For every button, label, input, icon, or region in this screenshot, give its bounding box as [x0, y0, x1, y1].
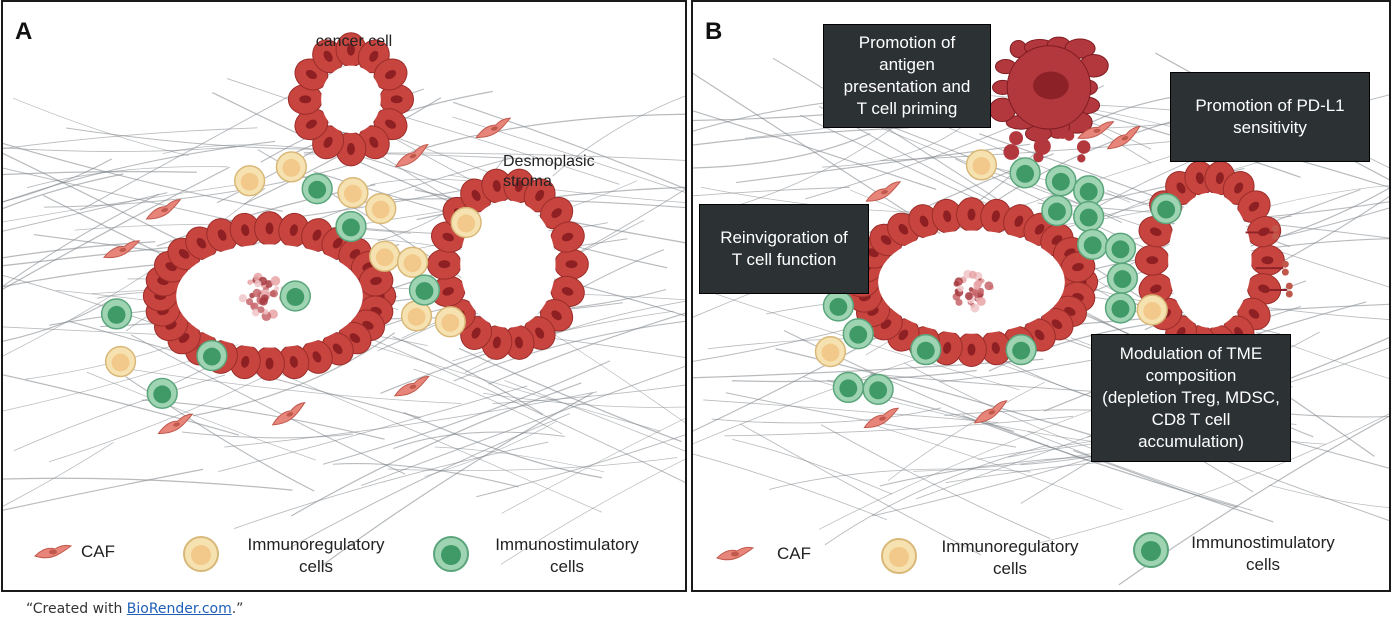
- tumor-debris: [238, 272, 288, 321]
- legend-immunostimulatory-label: Immunostimulatory cells: [495, 535, 639, 576]
- biorender-link[interactable]: BioRender.com: [126, 601, 232, 617]
- immunostimulatory-cell: [1073, 200, 1105, 233]
- caf-fibroblast: [863, 407, 900, 429]
- immunoregulatory-cell: [275, 151, 308, 183]
- tme-modulation-box: Modulation of TME composition (depletion…: [1091, 334, 1291, 462]
- caf-fibroblast: [102, 240, 141, 259]
- immunoregulatory-cell: [814, 335, 847, 368]
- immunostimulatory-cell: [842, 318, 874, 350]
- panel-a-label: A: [15, 18, 33, 45]
- caf-fibroblast: [1077, 121, 1115, 139]
- immunoregulatory-cell: [400, 300, 433, 332]
- immunostimulatory-cell: [1005, 333, 1037, 366]
- credit-suffix: .”: [231, 601, 244, 617]
- panel-b: B Promotion of antigen presentation and …: [691, 0, 1391, 592]
- immunostimulatory-cell: [862, 373, 894, 406]
- immunostimulatory-cell: [1104, 232, 1137, 264]
- legend-immunostimulatory-icon: [433, 536, 469, 572]
- reinvigoration-box: Reinvigoration of T cell function: [699, 204, 869, 294]
- immunostimulatory-cell: [1106, 262, 1139, 294]
- pd-l1-receptor: [1255, 260, 1289, 276]
- panel-a: A cancer cell Desmoplasic stroma CAF Imm…: [1, 0, 687, 592]
- caf-fibroblast: [145, 199, 182, 220]
- immunoregulatory-cell: [233, 165, 266, 197]
- legend-caf-icon: [34, 544, 73, 559]
- panel-b-illustration: [693, 36, 1389, 586]
- immunostimulatory-cell: [1073, 175, 1105, 207]
- antigen-presentation-box: Promotion of antigen presentation and T …: [823, 24, 991, 128]
- pd-l1-receptor: [1259, 282, 1293, 298]
- immunoregulatory-cell: [337, 177, 369, 209]
- desmoplasic-stroma-label: Desmoplasic stroma: [503, 153, 595, 190]
- reinvigoration-text: Reinvigoration of T cell function: [720, 228, 848, 269]
- immunostimulatory-cell: [100, 298, 133, 330]
- immunostimulatory-cell: [822, 290, 855, 322]
- tumor-debris: [952, 269, 994, 313]
- caf-fibroblast: [1106, 125, 1141, 150]
- immunostimulatory-cell: [1104, 292, 1137, 324]
- immunoregulatory-cell: [1136, 294, 1168, 326]
- immunoregulatory-cell: [365, 192, 397, 225]
- pdl1-sensitivity-text: Promotion of PD-L1 sensitivity: [1195, 96, 1345, 137]
- legend-caf-label: CAF: [81, 542, 115, 561]
- pdl1-sensitivity-box: Promotion of PD-L1 sensitivity: [1170, 72, 1370, 162]
- cancer-cell-ring-center: [142, 211, 397, 381]
- immunostimulatory-cell: [1150, 192, 1182, 225]
- cancer-cell-ring-right: [426, 168, 589, 360]
- dying-tumor-cell: [989, 36, 1109, 163]
- immunoregulatory-cell: [450, 206, 482, 239]
- immunostimulatory-cell: [832, 371, 864, 404]
- antigen-presentation-text: Promotion of antigen presentation and T …: [843, 33, 971, 118]
- cancer-cell-ring-right: [1134, 160, 1285, 360]
- legend-immunoregulatory-label: Immunoregulatory cells: [247, 535, 385, 576]
- immunostimulatory-cell: [1045, 165, 1077, 197]
- tme-modulation-text: Modulation of TME composition (depletion…: [1102, 344, 1280, 451]
- immunostimulatory-cell: [301, 173, 333, 205]
- caf-fibroblast: [157, 413, 194, 435]
- caf-fibroblast: [475, 117, 512, 139]
- immunostimulatory-cell: [279, 280, 311, 312]
- immunostimulatory-cell: [910, 333, 942, 366]
- immunostimulatory-cell: [196, 339, 228, 372]
- immunostimulatory-cell: [1077, 228, 1109, 260]
- caf-fibroblast: [271, 402, 306, 426]
- legend-immunoregulatory-label: Immunoregulatory cells: [941, 537, 1079, 578]
- immunoregulatory-cell: [369, 240, 401, 272]
- legend-immunoregulatory-icon: [881, 538, 917, 574]
- caf-fibroblast: [394, 143, 429, 168]
- legend-immunostimulatory-icon: [1133, 532, 1169, 568]
- caf-fibroblast: [393, 375, 430, 397]
- immunostimulatory-cell: [408, 274, 441, 306]
- pd-l1-receptor: [1245, 224, 1279, 240]
- immunostimulatory-cell: [146, 377, 178, 409]
- immunoregulatory-cell: [965, 149, 998, 181]
- legend-caf-label: CAF: [777, 544, 811, 563]
- credit-prefix: “Created with: [26, 601, 127, 617]
- caf-fibroblast: [865, 181, 902, 202]
- immunoregulatory-cell: [396, 246, 429, 278]
- panel-a-illustration: [3, 32, 685, 567]
- biorender-credit: “Created with BioRender.com.”: [26, 601, 243, 617]
- cancer-cell-ring-top: [287, 32, 415, 167]
- legend-caf-icon: [716, 546, 755, 561]
- immunostimulatory-cell: [1041, 194, 1073, 227]
- legend-immunoregulatory-icon: [183, 536, 219, 572]
- legend-immunostimulatory-label: Immunostimulatory cells: [1191, 533, 1335, 574]
- immunoregulatory-cell: [104, 345, 137, 378]
- caf-fibroblast: [973, 400, 1008, 424]
- immunoregulatory-cell: [434, 306, 466, 338]
- cancer-cell-label: cancer cell: [315, 33, 393, 50]
- immunostimulatory-cell: [1009, 157, 1041, 189]
- panel-b-label: B: [705, 18, 723, 45]
- immunostimulatory-cell: [335, 210, 367, 243]
